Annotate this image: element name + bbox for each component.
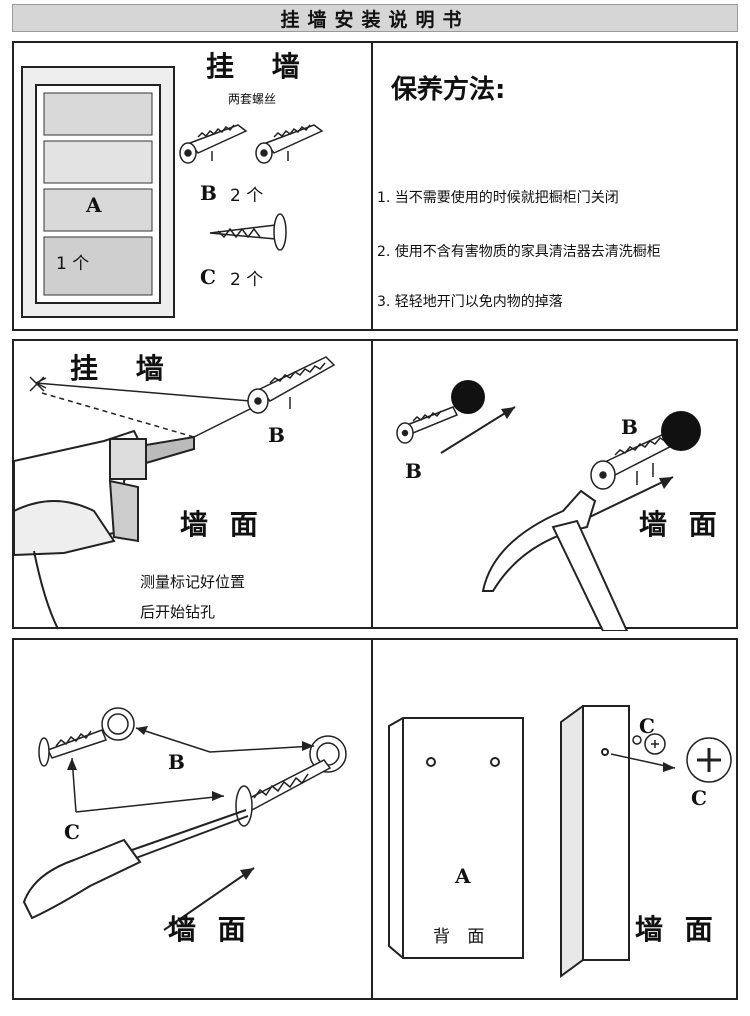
drill-heading: 挂 墙 [70,352,178,385]
hammer-illustration [396,380,701,631]
screw-letter: C [200,265,216,289]
parts-panel: 挂 墙 两套螺丝 A 1 个 B 2 个 C 2 个 [12,41,373,331]
screw-sets-label: 两套螺丝 [228,92,277,106]
maintenance-item-2: 2. 使用不含有害物质的家具清洁器去清洗橱柜 [377,244,661,260]
cabinet-letter: A [86,193,102,217]
hanging-illustration [388,705,732,978]
screwdriver-wall-label: 墙 面 [168,913,252,946]
hammer-panel: B B 墙 面 [371,339,738,631]
screwdriver-screw-letter: C [64,820,80,844]
drill-wall-label: 墙 面 [180,508,264,541]
cabinet-quantity: 1 个 [56,254,90,274]
maintenance-item-1: 1. 当不需要使用的时候就把橱柜门关闭 [377,190,619,206]
hanging-back-label: 背 面 [433,927,491,947]
hanging-screw-letter-2: C [691,786,707,810]
screwdriver-panel: B C 墙 面 [12,638,373,1000]
hanging-panel: A 背 面 C C 墙 面 [371,638,738,1000]
maintenance-item-3: 3. 轻轻地开门以免内物的掉落 [377,294,563,310]
hammer-anchor-letter-2: B [621,415,638,439]
maintenance-title: 保养方法: [391,75,506,105]
screw-quantity: 2 个 [230,270,264,290]
anchor-quantity: 2 个 [230,186,264,206]
page-title: 挂墙安装说明书 [12,4,738,32]
hanging-wall-label: 墙 面 [635,913,719,946]
parts-illustration [21,66,324,318]
hammer-anchor-letter-1: B [405,459,422,483]
drill-illustration [14,356,336,630]
screwdriver-anchor-letter: B [168,750,185,774]
drill-note-line-1: 测量标记好位置 [140,573,246,591]
drill-anchor-letter: B [268,423,285,447]
drill-note-line-2: 后开始钻孔 [140,603,216,621]
parts-heading: 挂 墙 [206,50,314,83]
hanging-cabinet-letter: A [455,864,471,888]
maintenance-panel: 保养方法: 1. 当不需要使用的时候就把橱柜门关闭 2. 使用不含有害物质的家具… [371,41,738,331]
screwdriver-illustration [22,707,347,931]
drill-panel: 挂 墙 B 墙 面 测量标记好位置 后开始钻孔 [12,339,373,630]
hammer-wall-label: 墙 面 [639,508,723,541]
anchor-letter: B [200,181,217,205]
hanging-screw-letter-1: C [639,714,655,738]
